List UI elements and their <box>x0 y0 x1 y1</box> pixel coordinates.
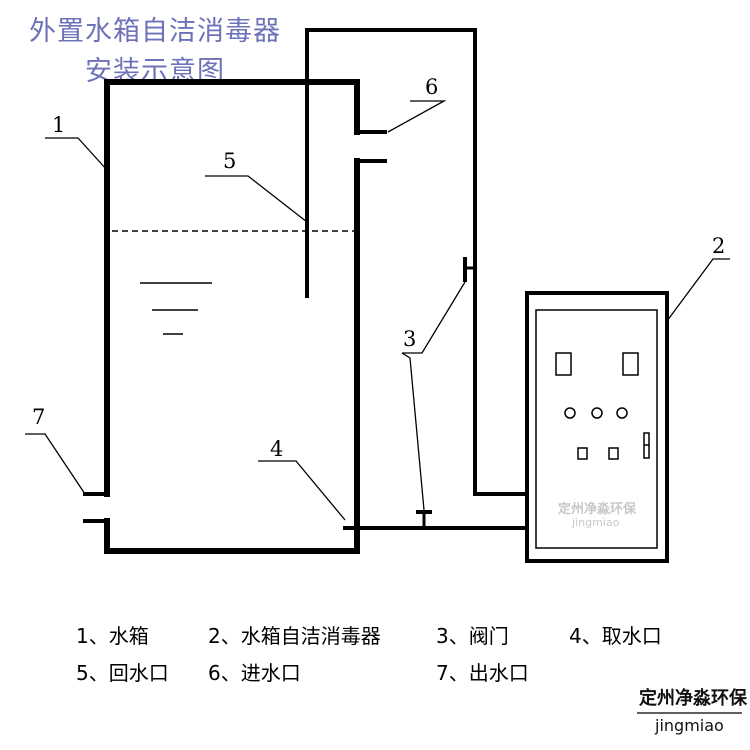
legend-item-4: 4、取水口 <box>569 624 662 648</box>
valve-horizontal <box>416 510 432 528</box>
legend-item-6: 6、进水口 <box>208 661 301 685</box>
callout-5: 5 <box>223 149 236 173</box>
indicator-light <box>564 407 576 419</box>
callout-6: 6 <box>425 75 438 99</box>
leader-7 <box>25 433 86 495</box>
callout-7: 7 <box>32 405 45 429</box>
legend-item-5: 5、回水口 <box>76 661 169 685</box>
legend-item-1: 1、水箱 <box>76 624 149 648</box>
legend-item-3: 3、阀门 <box>436 624 509 648</box>
display-window-left <box>555 352 572 376</box>
leader-3b <box>401 352 425 511</box>
water-tank <box>104 79 360 554</box>
callout-2: 2 <box>712 234 725 258</box>
sterilizer-cabinet <box>525 291 669 563</box>
callout-4: 4 <box>270 437 283 461</box>
cabinet-watermark-pinyin: jingmiao <box>572 516 620 529</box>
diagram-title: 外置水箱自洁消毒器 <box>29 16 281 47</box>
leader-4 <box>258 460 346 521</box>
indicator-light <box>591 407 603 419</box>
leader-6 <box>387 100 447 133</box>
outlet-pipe <box>83 492 107 523</box>
callout-1: 1 <box>52 113 65 137</box>
leader-3a <box>402 281 466 354</box>
tank-left-top-wall <box>104 79 360 497</box>
indicator-light <box>616 407 628 419</box>
inlet-pipe <box>357 130 387 163</box>
return-water-pipe <box>305 28 527 496</box>
valve-vertical <box>463 257 475 282</box>
leader-2 <box>666 258 730 322</box>
callout-leaders <box>25 100 730 521</box>
cabinet-watermark-name: 定州净淼环保 <box>558 502 637 517</box>
company-logo-name: 定州净淼环保 <box>639 688 747 709</box>
water-surface-symbol <box>140 282 212 335</box>
leader-1 <box>45 137 108 171</box>
company-logo-pinyin: jingmiao <box>655 716 724 735</box>
legend-item-7: 7、出水口 <box>436 661 529 685</box>
switch-button <box>608 447 619 460</box>
display-window-right <box>622 352 639 376</box>
switch-button <box>577 447 588 460</box>
legend-item-2: 2、水箱自洁消毒器 <box>208 624 381 648</box>
leader-5 <box>205 175 308 223</box>
callout-3: 3 <box>403 327 416 351</box>
tank-right-lower-wall <box>104 158 360 554</box>
